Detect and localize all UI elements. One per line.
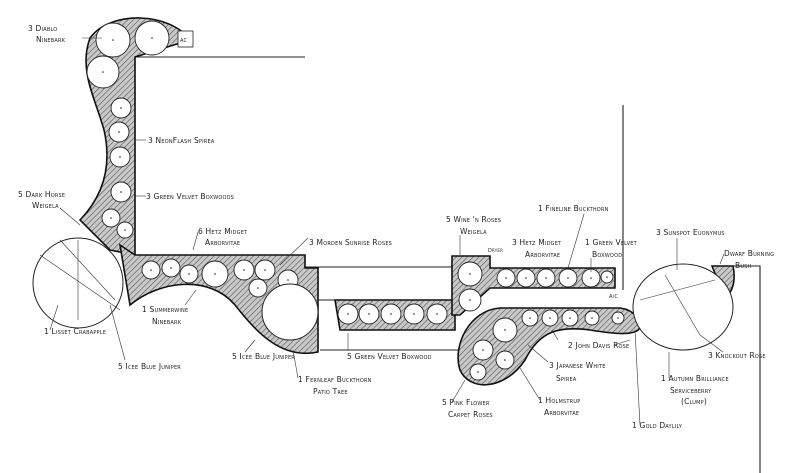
plant-center-dot xyxy=(477,371,479,373)
plant-center-dot xyxy=(102,71,104,73)
plant-center-dot xyxy=(150,269,152,271)
label-diablo-2: Ninebark xyxy=(36,35,66,44)
label-icee-2: 5 Icee Blue Juniper xyxy=(232,352,295,361)
label-neonflash: 3 NeonFlash Spirea xyxy=(148,136,215,145)
label-burning-bush-2: Bush xyxy=(735,261,752,270)
plant-center-dot xyxy=(469,299,471,301)
plant-center-dot xyxy=(347,313,349,315)
label-morden: 3 Morden Sunrise Roses xyxy=(309,238,392,247)
plant-center-dot xyxy=(120,107,122,109)
label-carpet-roses: 5 Pink Flower xyxy=(442,398,490,407)
plant-center-dot xyxy=(482,349,484,351)
label-burning-bush: Dwarf Burning xyxy=(724,249,774,258)
ac-unit: AC xyxy=(177,30,194,48)
label-diablo: 3 Diablo xyxy=(28,24,57,33)
label-spirea-2: Spirea xyxy=(556,374,577,383)
plant-center-dot xyxy=(151,37,153,39)
label-crabapple: 1 Lisset Crabapple xyxy=(44,327,106,336)
plant-center-dot xyxy=(413,313,415,315)
plant-center-dot xyxy=(390,313,392,315)
label-serviceberry-2: Serviceberry xyxy=(670,386,712,395)
label-hetz-6: 6 Hetz Midget xyxy=(198,227,248,236)
plant-center-dot xyxy=(112,39,114,41)
bed-east-upper xyxy=(451,255,616,316)
plants xyxy=(86,20,625,381)
label-serviceberry-3: (Clump) xyxy=(681,397,707,406)
label-wine-roses: 5 Wine 'n Roses xyxy=(446,215,501,224)
label-knockout: 3 Knockout Rose xyxy=(708,351,766,360)
label-summerwine-2: Ninebark xyxy=(152,317,182,326)
fernleaf-buckthorn-tree xyxy=(261,283,319,341)
plant-center-dot xyxy=(606,276,608,278)
label-spirea: 3 Japanese White xyxy=(549,361,606,370)
label-gold-daylily: 1 Gold Daylily xyxy=(632,421,683,430)
ac-small-label: A/C xyxy=(609,294,619,300)
plant-center-dot xyxy=(120,191,122,193)
plant-center-dot xyxy=(368,313,370,315)
plant-center-dot xyxy=(287,279,289,281)
dryer-label: Dryer xyxy=(488,248,503,254)
label-summerwine: 1 Summerwine xyxy=(142,305,188,314)
label-fernleaf-2: Patio Tree xyxy=(313,387,348,396)
plant-center-dot xyxy=(617,317,619,319)
plant-center-dot xyxy=(504,359,506,361)
label-john-davis: 2 John Davis Rose xyxy=(568,341,629,350)
plant-center-dot xyxy=(505,277,507,279)
label-serviceberry: 1 Autumn Brilliance xyxy=(661,374,729,383)
label-icee-1: 5 Icee Blue Juniper xyxy=(118,362,181,371)
plant-center-dot xyxy=(569,317,571,319)
plant-center-dot xyxy=(264,269,266,271)
label-dark-horse: 5 Dark Horse xyxy=(18,190,65,199)
label-wine-roses-2: Weigela xyxy=(460,227,487,236)
svg-text:AC: AC xyxy=(180,38,188,44)
label-fernleaf: 1 Fernleaf Buckthorn xyxy=(298,375,372,384)
label-dark-horse-2: Weigela xyxy=(32,201,59,210)
plant-center-dot xyxy=(591,317,593,319)
plant-center-dot xyxy=(469,273,471,275)
plant-center-dot xyxy=(119,156,121,158)
label-gv-1: 1 Green Velvet xyxy=(585,238,638,247)
label-green-velvet-boxwoods: 3 Green Velvet Boxwoods xyxy=(146,192,234,201)
plant-center-dot xyxy=(118,131,120,133)
label-hetz-3: 3 Hetz Midget xyxy=(512,238,562,247)
label-carpet-roses-2: Carpet Roses xyxy=(448,410,493,419)
plant-center-dot xyxy=(590,277,592,279)
plant-center-dot xyxy=(567,277,569,279)
plant-labels: 3 Diablo Ninebark 3 NeonFlash Spirea 3 G… xyxy=(18,24,774,430)
label-gv-1-2: Boxwood xyxy=(592,250,622,259)
label-sunspot: 3 Sunspot Euonymus xyxy=(656,228,725,237)
label-fineline: 1 Fineline Buckthorn xyxy=(538,204,609,213)
plant-center-dot xyxy=(243,269,245,271)
label-holmstrup-2: Arborvitae xyxy=(544,408,579,417)
label-hetz-6-2: Arborvitae xyxy=(205,238,240,247)
plant-center-dot xyxy=(525,277,527,279)
plant-center-dot xyxy=(110,217,112,219)
plant-center-dot xyxy=(170,267,172,269)
plant-center-dot xyxy=(504,329,506,331)
label-holmstrup: 1 Holmstrup xyxy=(538,396,580,405)
label-gv-boxwood-5: 5 Green Velvet Boxwood xyxy=(347,352,432,361)
plant-center-dot xyxy=(436,313,438,315)
planting-beds xyxy=(78,17,735,386)
leader-lines xyxy=(49,37,725,426)
plant-center-dot xyxy=(549,317,551,319)
plant-center-dot xyxy=(214,273,216,275)
label-hetz-3-2: Arborvitae xyxy=(525,250,560,259)
plant-center-dot xyxy=(529,317,531,319)
serviceberry-clump xyxy=(632,263,734,351)
plant-center-dot xyxy=(257,287,259,289)
plant-center-dot xyxy=(545,277,547,279)
plant-center-dot xyxy=(124,229,126,231)
plant-center-dot xyxy=(188,273,190,275)
